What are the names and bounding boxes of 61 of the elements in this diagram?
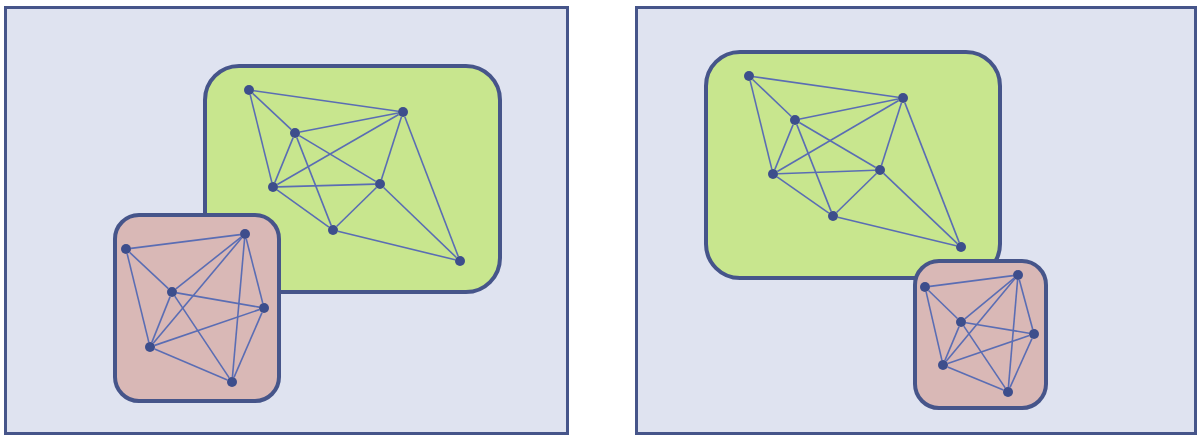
connector-line (796, 123, 832, 213)
connector-line (1009, 337, 1033, 389)
connector-line (774, 123, 794, 171)
connector-line (925, 291, 943, 361)
connector-line (799, 98, 899, 120)
connector-line (233, 311, 263, 379)
connector-line (880, 101, 903, 167)
connector-line (176, 292, 260, 308)
connector-line (753, 75, 899, 99)
connector-line (296, 136, 332, 227)
connector-line (128, 251, 170, 290)
panel-background (635, 6, 1197, 435)
connector-line (964, 277, 1015, 320)
connector-line (945, 278, 1016, 362)
connector-line (175, 236, 242, 290)
connector-line (251, 92, 293, 131)
connector-line (277, 183, 376, 188)
connector-line (126, 253, 150, 343)
connector-line (335, 186, 378, 228)
connector-line (253, 89, 399, 113)
connector-line (274, 136, 294, 184)
rounded-box (704, 50, 1002, 280)
connector-line (965, 322, 1030, 334)
connector-line (337, 230, 456, 261)
connector-line (173, 295, 231, 379)
connector-line (276, 189, 330, 228)
connector-line (299, 112, 399, 133)
connector-line (153, 308, 261, 347)
connector-line (1007, 279, 1019, 388)
connector-line (837, 216, 957, 247)
connector-line (776, 99, 900, 173)
connector-line (749, 80, 773, 170)
connector-line (404, 115, 459, 258)
connector-line (882, 172, 959, 245)
connector-line (963, 325, 1006, 389)
connector-line (798, 121, 877, 169)
connector-line (245, 238, 264, 304)
rounded-box (913, 259, 1048, 410)
connector-line (946, 334, 1031, 365)
connector-line (153, 348, 229, 381)
connector-line (151, 295, 171, 344)
connector-line (946, 366, 1005, 391)
panel-background (4, 6, 569, 435)
connector-line (382, 186, 458, 259)
connector-line (152, 237, 243, 344)
connector-line (904, 101, 960, 244)
connector-line (927, 289, 959, 320)
connector-line (249, 94, 273, 183)
connector-line (231, 238, 246, 378)
connector-line (929, 274, 1014, 288)
connector-line (380, 115, 403, 181)
rounded-box (113, 213, 281, 403)
connector-line (298, 134, 377, 183)
connector-line (130, 233, 241, 250)
connector-line (751, 78, 793, 118)
connector-line (944, 325, 960, 362)
connector-line (1018, 279, 1034, 330)
connector-line (776, 176, 830, 214)
connector-line (276, 113, 400, 186)
connector-line (777, 169, 876, 175)
connector-line (835, 172, 878, 214)
